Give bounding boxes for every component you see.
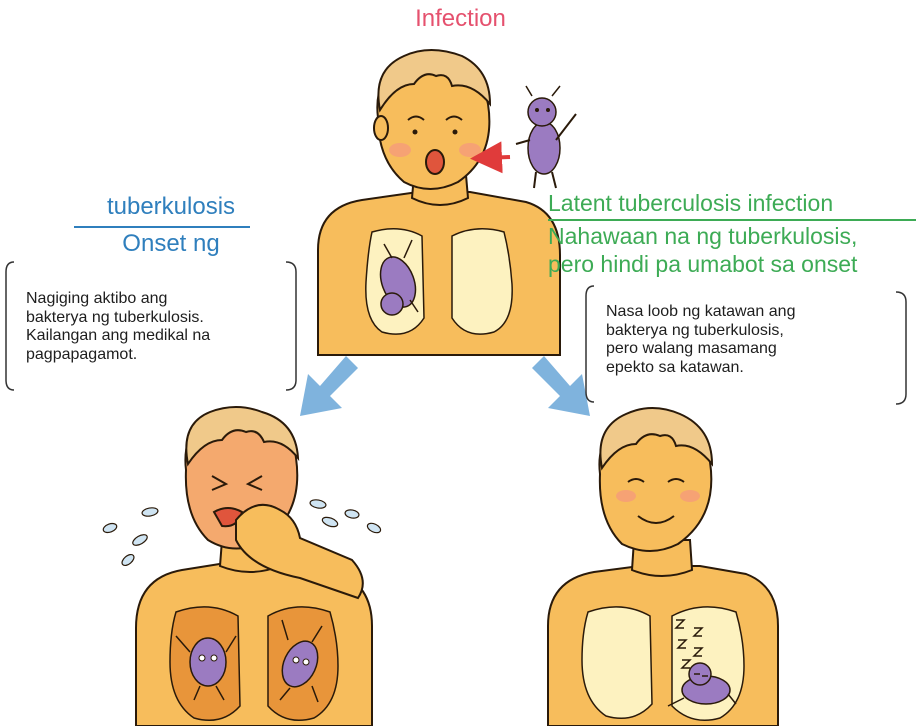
latent-person	[548, 408, 778, 726]
latent-heading: Latent tuberculosis infection	[548, 191, 833, 217]
latent-note-line: pero walang masamang	[606, 340, 795, 359]
latent-heading-divider	[548, 219, 916, 221]
latent-subtitle-line1: Nahawaan na ng tuberkulosis,	[548, 224, 857, 250]
onset-label-divider	[74, 226, 250, 228]
top-person-ear	[374, 116, 388, 140]
top-person	[318, 50, 560, 355]
onset-note: Nagiging aktibo ang bakterya ng tuberkul…	[26, 290, 210, 364]
latent-person-left-lung	[582, 607, 652, 718]
diagram-title: Infection	[0, 6, 921, 33]
top-person-right-lung	[452, 229, 512, 334]
onset-note-line: bakterya ng tuberkulosis.	[26, 309, 210, 328]
flying-bacterium	[516, 86, 576, 188]
infection-arrow	[486, 157, 510, 158]
latent-note-line: Nasa loob ng katawan ang	[606, 303, 795, 322]
arrow-to-latent	[532, 356, 590, 416]
latent-note: Nasa loob ng katawan ang bakterya ng tub…	[606, 303, 795, 377]
onset-note-line: Nagiging aktibo ang	[26, 290, 210, 309]
top-person-mouth	[426, 150, 444, 174]
latent-subtitle-line2: pero hindi pa umabot sa onset	[548, 252, 857, 278]
top-person-torso	[318, 192, 560, 355]
onset-note-line: pagpapagamot.	[26, 346, 210, 365]
onset-note-line: Kailangan ang medikal na	[26, 327, 210, 346]
latent-note-line: epekto sa katawan.	[606, 359, 795, 378]
onset-label-line1: tuberkulosis	[60, 194, 282, 221]
latent-note-line: bakterya ng tuberkulosis,	[606, 322, 795, 341]
onset-person	[102, 407, 382, 726]
arrow-to-onset	[300, 356, 358, 416]
onset-label-line2: Onset ng	[60, 231, 282, 258]
